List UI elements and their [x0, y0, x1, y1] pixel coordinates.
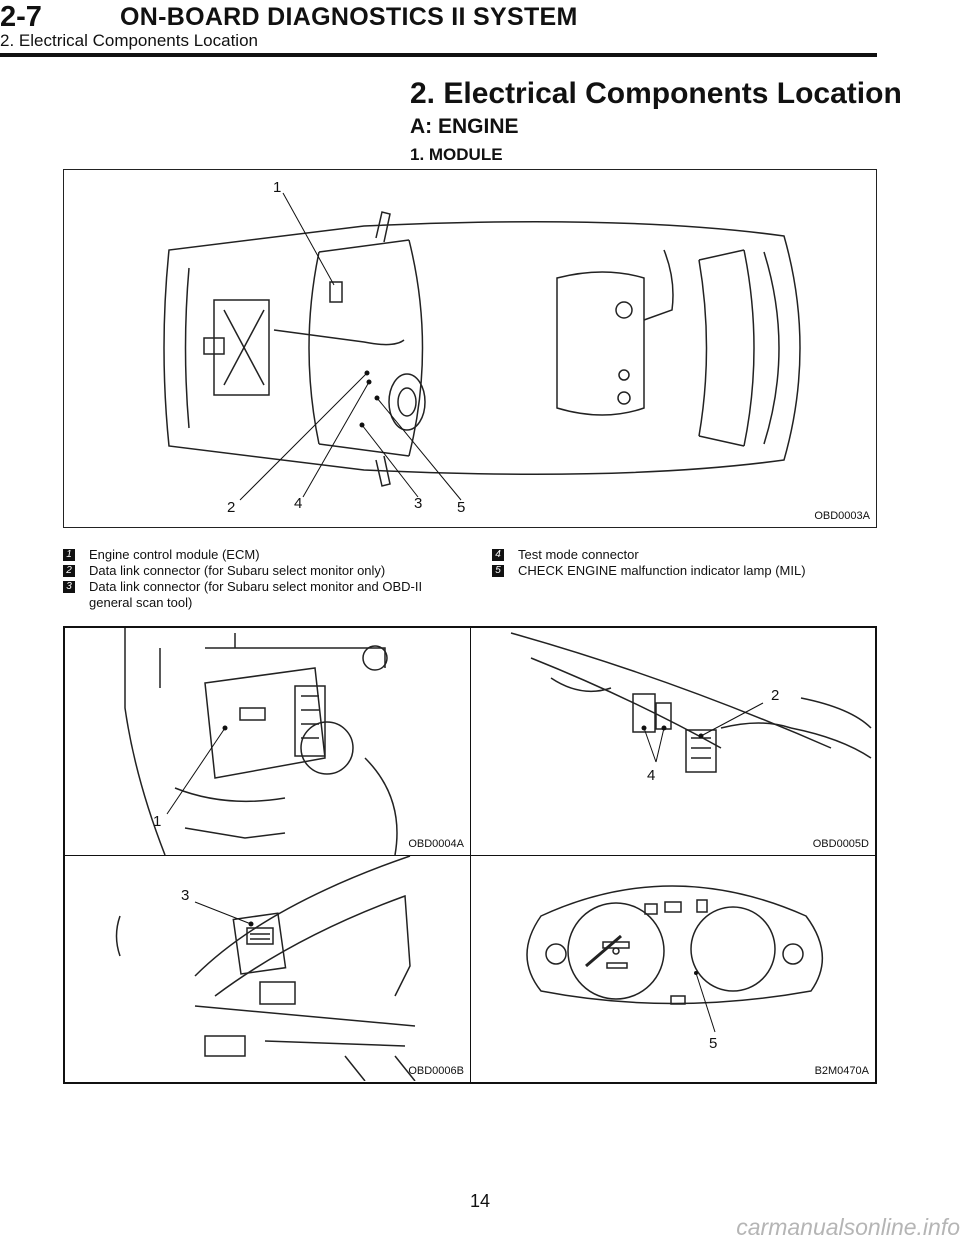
legend-number: 4 — [492, 549, 504, 561]
data-link-connector-photo: 3 OBD0006B — [65, 856, 471, 1082]
callout-3: 3 — [414, 495, 422, 512]
watermark: carmanualsonline.info — [736, 1214, 960, 1240]
callout-4: 4 — [294, 495, 302, 512]
legend-item: 4 Test mode connector — [492, 547, 877, 563]
legend-text: CHECK ENGINE malfunction indicator lamp … — [518, 563, 806, 578]
header-divider — [0, 53, 877, 57]
callout-3: 3 — [181, 887, 189, 904]
subsubheading: 1. MODULE — [410, 145, 503, 164]
data-link-connector-drawing: 3 — [115, 856, 416, 1081]
photo-grid: 1 OBD0004A — [63, 626, 877, 1084]
ecm-photo-drawing: 1 — [124, 628, 398, 855]
callout-2: 2 — [771, 687, 779, 704]
photo-code: B2M0470A — [814, 1065, 869, 1077]
connector-photo-drawing: 2 4 — [510, 632, 872, 784]
legend-text: Test mode connector — [518, 547, 639, 562]
vehicle-layout-figure: 1 2 4 3 5 OBD0003A — [63, 169, 877, 528]
legend-text: Data link connector (for Subaru select m… — [89, 579, 423, 610]
page-number: 14 — [469, 1191, 491, 1211]
photo-code: OBD0005D — [812, 838, 869, 850]
callout-5: 5 — [709, 1035, 717, 1052]
header-subtitle: 2. Electrical Components Location — [0, 31, 258, 50]
callout-4: 4 — [647, 767, 655, 784]
connector-photo: 2 4 OBD0005D — [471, 628, 875, 856]
legend-number: 3 — [63, 581, 75, 593]
legend-number: 2 — [63, 565, 75, 577]
legend-right: 4 Test mode connector 5 CHECK ENGINE mal… — [492, 547, 877, 579]
callout-1: 1 — [153, 813, 161, 830]
legend-item: 1 Engine control module (ECM) — [63, 547, 463, 563]
legend-left: 1 Engine control module (ECM) 2 Data lin… — [63, 547, 463, 611]
legend-number: 1 — [63, 549, 75, 561]
header-section-code: 2-7 — [0, 1, 42, 33]
legend-text: Data link connector (for Subaru select m… — [89, 563, 386, 578]
header-title: ON-BOARD DIAGNOSTICS II SYSTEM — [120, 3, 578, 31]
legend-number: 5 — [492, 565, 504, 577]
section-heading: 2. Electrical Components Location — [410, 77, 902, 110]
legend-item: 3 Data link connector (for Subaru select… — [63, 579, 463, 611]
legend-item: 5 CHECK ENGINE malfunction indicator lam… — [492, 563, 877, 579]
legend-text: Engine control module (ECM) — [89, 547, 260, 562]
callout-5: 5 — [457, 499, 465, 516]
legend-item: 2 Data link connector (for Subaru select… — [63, 563, 463, 579]
photo-code: OBD0006B — [408, 1065, 464, 1077]
instrument-cluster-photo: 5 B2M0470A — [471, 856, 875, 1082]
vehicle-layout-drawing: 1 2 4 3 5 — [163, 179, 801, 516]
callout-2: 2 — [227, 499, 235, 516]
instrument-cluster-drawing: 5 — [526, 885, 823, 1052]
ecm-photo: 1 OBD0004A — [65, 628, 471, 856]
figure-code: OBD0003A — [814, 510, 870, 522]
photo-code: OBD0004A — [408, 838, 464, 850]
subheading: A: ENGINE — [410, 115, 519, 138]
callout-1: 1 — [273, 179, 281, 196]
